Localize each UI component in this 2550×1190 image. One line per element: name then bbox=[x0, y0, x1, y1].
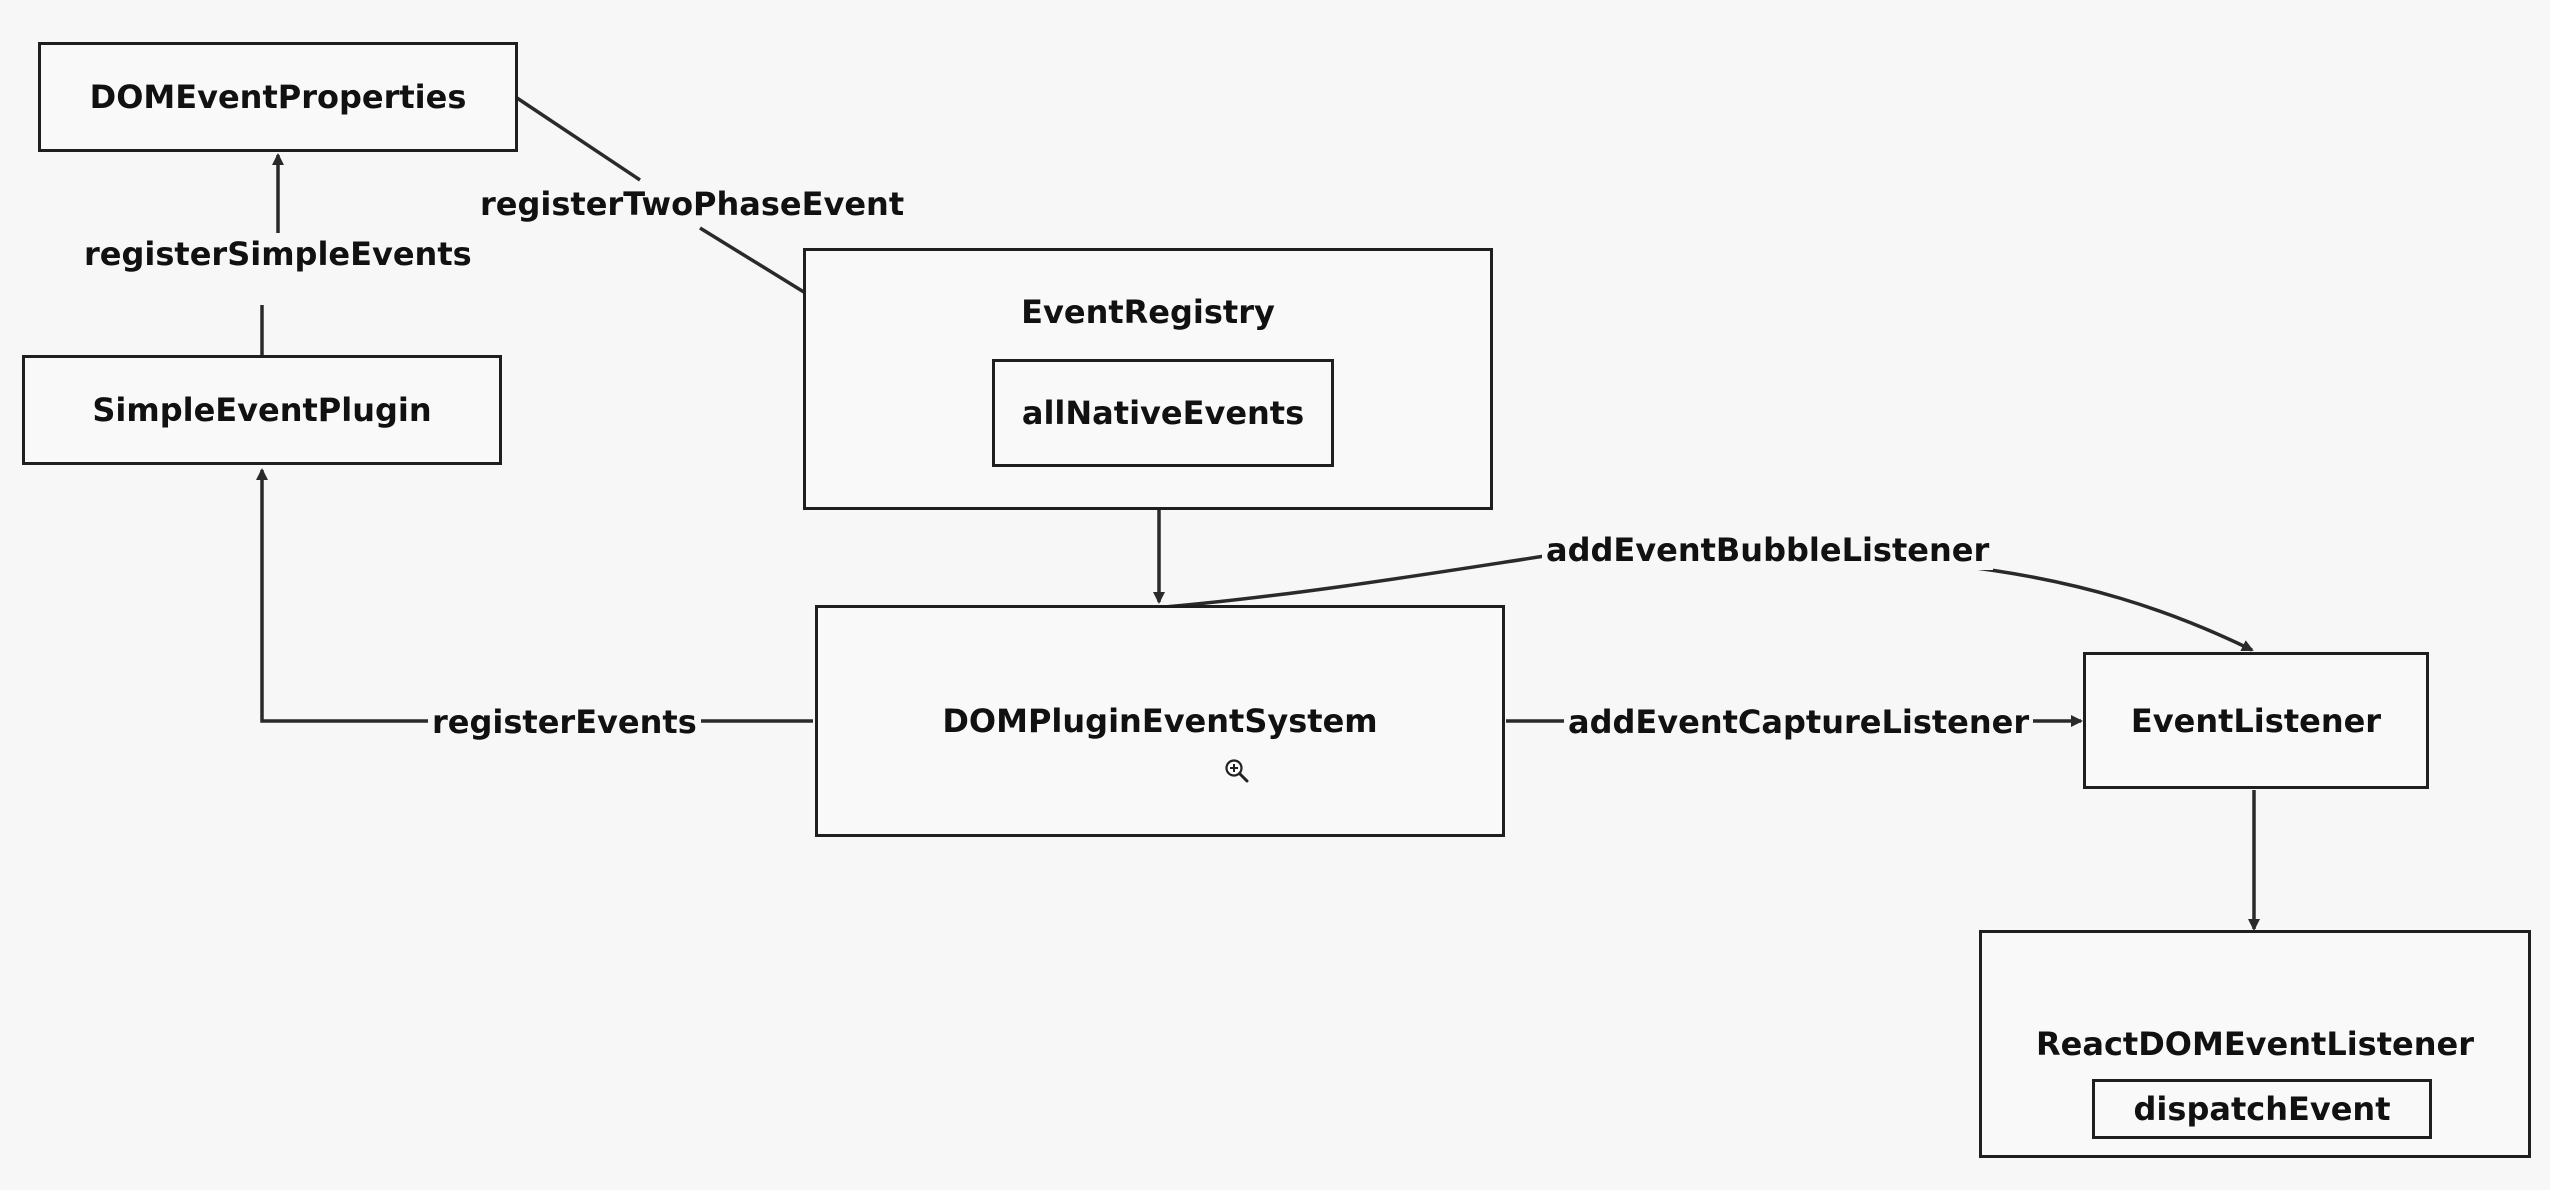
node-dom-plugin-event-system-label: DOMPluginEventSystem bbox=[942, 702, 1378, 740]
node-all-native-events: allNativeEvents bbox=[992, 359, 1334, 467]
node-simple-event-plugin-label: SimpleEventPlugin bbox=[92, 391, 432, 429]
zoom-in-cursor-icon bbox=[1225, 759, 1249, 783]
edge-label-register-two-phase-event: registerTwoPhaseEvent bbox=[476, 184, 909, 224]
node-dom-event-properties-label: DOMEventProperties bbox=[89, 78, 467, 116]
edge-register-events-line-left bbox=[256, 468, 432, 723]
node-simple-event-plugin: SimpleEventPlugin bbox=[22, 355, 502, 465]
node-dom-event-properties: DOMEventProperties bbox=[38, 42, 518, 152]
node-dispatch-event-label: dispatchEvent bbox=[2133, 1090, 2391, 1128]
node-dom-plugin-event-system: DOMPluginEventSystem bbox=[815, 605, 1505, 837]
node-event-registry-title: EventRegistry bbox=[1021, 293, 1275, 331]
edge-register-two-phase-event-line bbox=[516, 96, 641, 182]
node-dispatch-event: dispatchEvent bbox=[2092, 1079, 2432, 1139]
node-event-registry: EventRegistry allNativeEvents bbox=[803, 248, 1493, 510]
edge-label-register-simple-events: registerSimpleEvents bbox=[80, 234, 476, 274]
node-all-native-events-label: allNativeEvents bbox=[1021, 394, 1305, 432]
node-event-listener: EventListener bbox=[2083, 652, 2429, 789]
node-react-dom-event-listener-title: ReactDOMEventListener bbox=[2036, 1025, 2474, 1063]
node-event-listener-label: EventListener bbox=[2130, 701, 2382, 740]
edge-label-register-events: registerEvents bbox=[428, 702, 701, 742]
node-react-dom-event-listener: ReactDOMEventListener dispatchEvent bbox=[1979, 930, 2531, 1158]
edge-add-event-bubble-listener-line bbox=[1164, 554, 1546, 609]
edge-add-event-bubble-listener-arrow bbox=[1959, 564, 2254, 652]
edge-label-add-event-bubble-listener: addEventBubbleListener bbox=[1542, 530, 1994, 570]
edge-label-add-event-capture-listener: addEventCaptureListener bbox=[1564, 702, 2034, 742]
